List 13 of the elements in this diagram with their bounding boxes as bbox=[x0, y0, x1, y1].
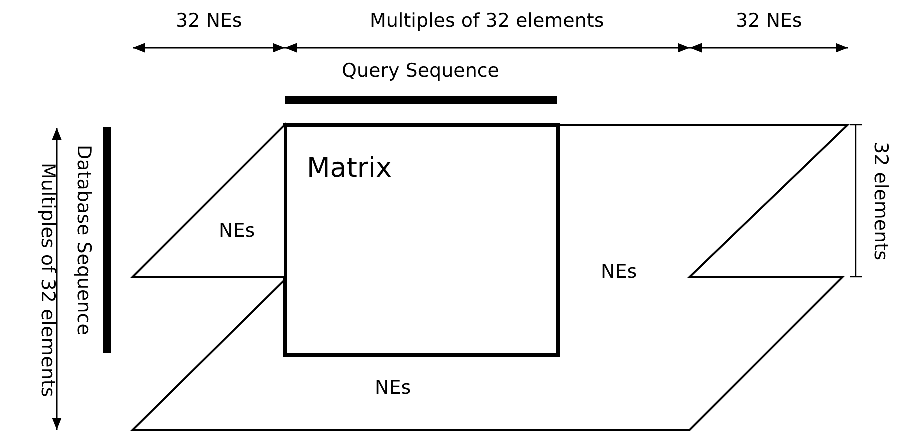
parallelogram-region bbox=[133, 125, 848, 430]
region-label: NEs bbox=[601, 263, 638, 282]
dimension-label: Multiples of 32 elements bbox=[370, 12, 604, 31]
dimension-label: 32 NEs bbox=[176, 12, 242, 31]
dimension-label: 32 NEs bbox=[736, 12, 802, 31]
dimension-label: Multiples of 32 elements bbox=[38, 163, 57, 398]
sequence-label: Database Sequence bbox=[74, 145, 93, 336]
dimension-label: 32 elements bbox=[871, 142, 890, 260]
box-title: Matrix bbox=[307, 155, 392, 182]
triangle-region bbox=[133, 125, 285, 277]
sequence-label: Query Sequence bbox=[342, 62, 500, 81]
region-label: NEs bbox=[375, 379, 412, 398]
region-label: NEs bbox=[219, 222, 256, 241]
